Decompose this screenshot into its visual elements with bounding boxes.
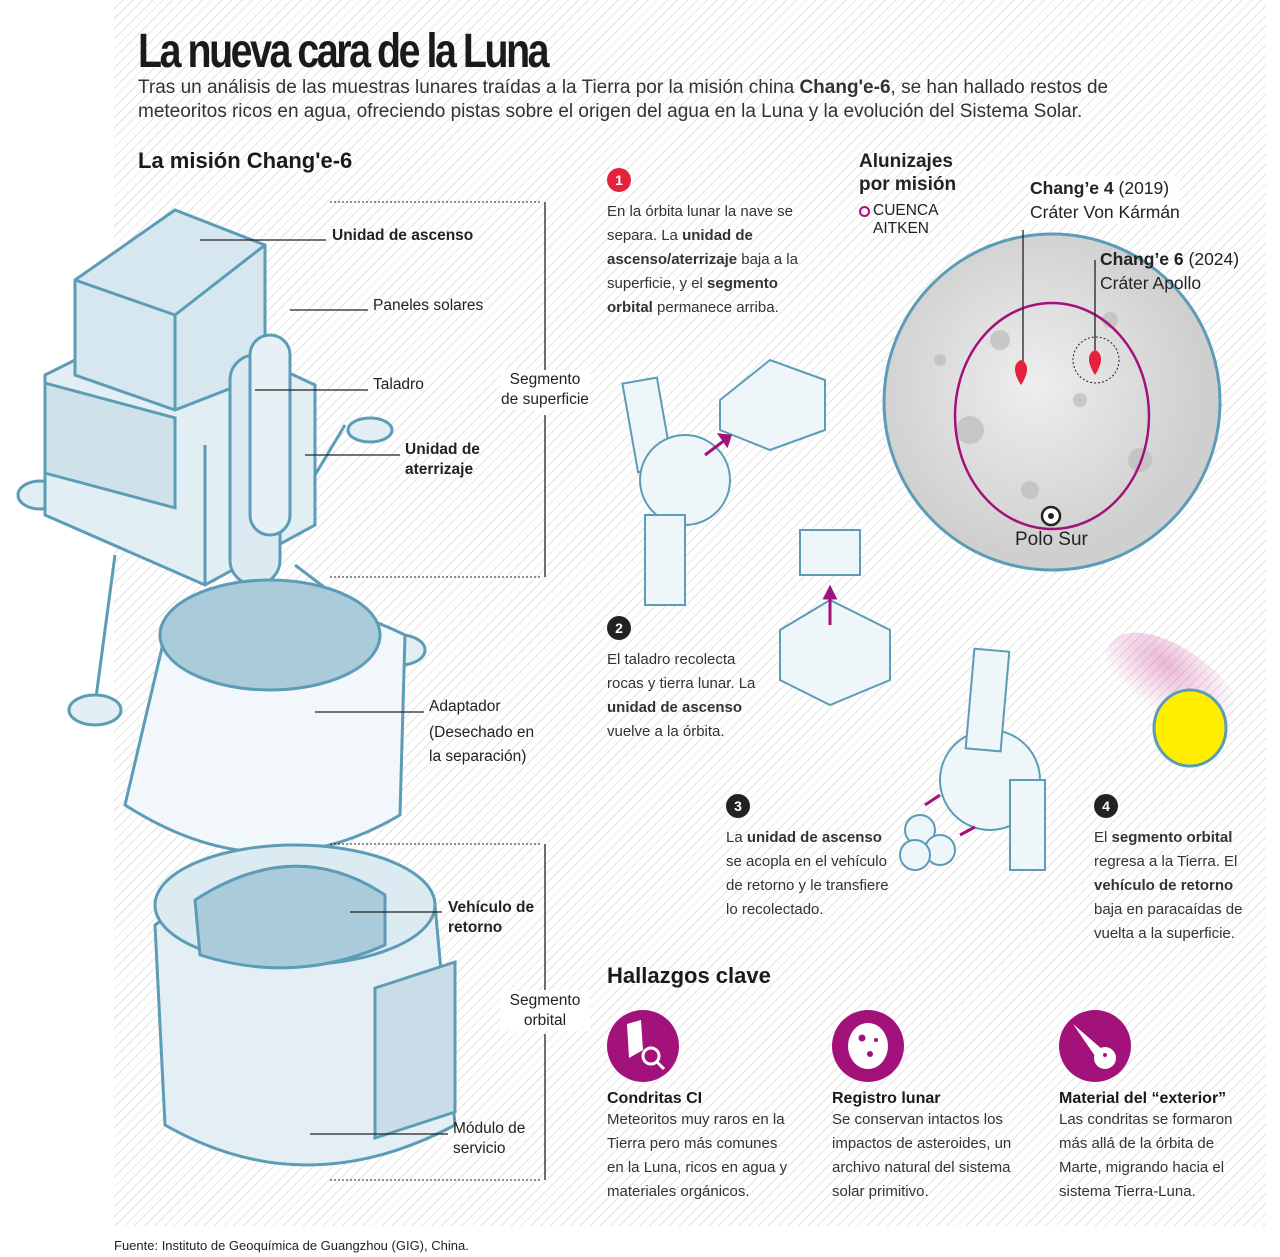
step-illustrations [621,358,1255,871]
chang-e-4-label: Chang’e 4 (2019)Cráter Von Kármán [1030,176,1180,224]
step-number: 4 [1094,794,1118,818]
label-service-module: Módulo de servicio [453,1120,526,1157]
step-text: El segmento orbital regresa a la Tierra.… [1094,829,1243,942]
map-title: Alunizajes por misión [859,151,957,195]
finding-card: Material del “exterior” Las condritas se… [1059,1010,1249,1204]
source-note: Fuente: Instituto de Geoquímica de Guang… [114,1238,469,1253]
step-text: El taladro recolecta rocas y tierra luna… [607,651,756,740]
intro-part: Tras un análisis de las muestras lunares… [138,77,800,98]
label-adapter: Adaptador [429,698,501,715]
meteor-icon [1059,1010,1131,1082]
page-title: La nueva cara de la Luna [138,25,550,78]
chang-e-4-pin-icon [1015,360,1027,385]
label-return-vehicle: Vehículo de retorno [448,899,535,936]
step-number: 1 [607,168,631,192]
step-text: La unidad de ascenso se acopla en el veh… [726,829,889,918]
finding-card: Registro lunar Se conservan intactos los… [832,1010,1022,1204]
finding-title: Registro lunar [832,1090,941,1107]
chang-e-6-site: Cráter Apollo [1100,273,1202,293]
moon-map [882,230,1222,572]
intro-part: , se han hallado restos de meteoritos ri… [138,77,1109,122]
step-text: En la órbita lunar la nave se separa. La… [607,203,798,316]
finding-text: Meteoritos muy raros en la Tierra pero m… [607,1111,788,1200]
step-3: 3 La unidad de ascenso se acopla en el v… [726,794,901,922]
mission-name: Chang'e-6 [799,77,891,98]
label-surface-segment: Segmento de superficie [500,370,590,410]
label-ascent-unit: Unidad de ascenso [332,227,474,244]
label-drill: Taladro [373,376,424,393]
crystal-magnifier-icon [607,1010,679,1082]
label-orbital-segment: Segmento orbital [500,991,590,1031]
spacecraft-illustration [16,208,457,1167]
label-adapter-note: (Desechado en la separación) [429,724,535,765]
findings-heading: Hallazgos clave [607,963,771,988]
aitken-basin-legend-icon [859,206,870,217]
mission-heading: La misión Chang'e-6 [138,148,353,173]
cratered-moon-icon [832,1010,904,1082]
aitken-basin-outline [953,301,1151,531]
return-capsule [1152,688,1228,768]
intro-text: Tras un análisis de las muestras lunares… [138,76,1138,124]
step-2: 2 El taladro recolecta rocas y tierra lu… [607,616,767,744]
finding-card: Condritas CI Meteoritos muy raros en la … [607,1010,797,1204]
map-legend: CUENCA AITKEN [859,202,949,238]
label-lander: Unidad de aterrizaje [405,441,480,478]
step-number: 2 [607,616,631,640]
finding-title: Material del “exterior” [1059,1090,1227,1107]
finding-text: Se conservan intactos los impactos de as… [832,1111,1012,1200]
chang-e-4-site: Cráter Von Kármán [1030,202,1180,222]
step-1: 1 En la órbita lunar la nave se separa. … [607,168,802,320]
label-solar-panels: Paneles solares [373,297,484,314]
chang-e-6-pin-icon [1089,350,1101,375]
finding-text: Las condritas se formaron más allá de la… [1059,1111,1233,1200]
chang-e-6-label: Chang’e 6 (2024)Cráter Apollo [1100,249,1240,293]
step-4: 4 El segmento orbital regresa a la Tierr… [1094,794,1254,946]
finding-title: Condritas CI [607,1090,703,1107]
leader-lines [200,201,546,1181]
step-number: 3 [726,794,750,818]
south-pole-label: Polo Sur [1015,529,1088,550]
legend-label: CUENCA AITKEN [873,202,938,237]
